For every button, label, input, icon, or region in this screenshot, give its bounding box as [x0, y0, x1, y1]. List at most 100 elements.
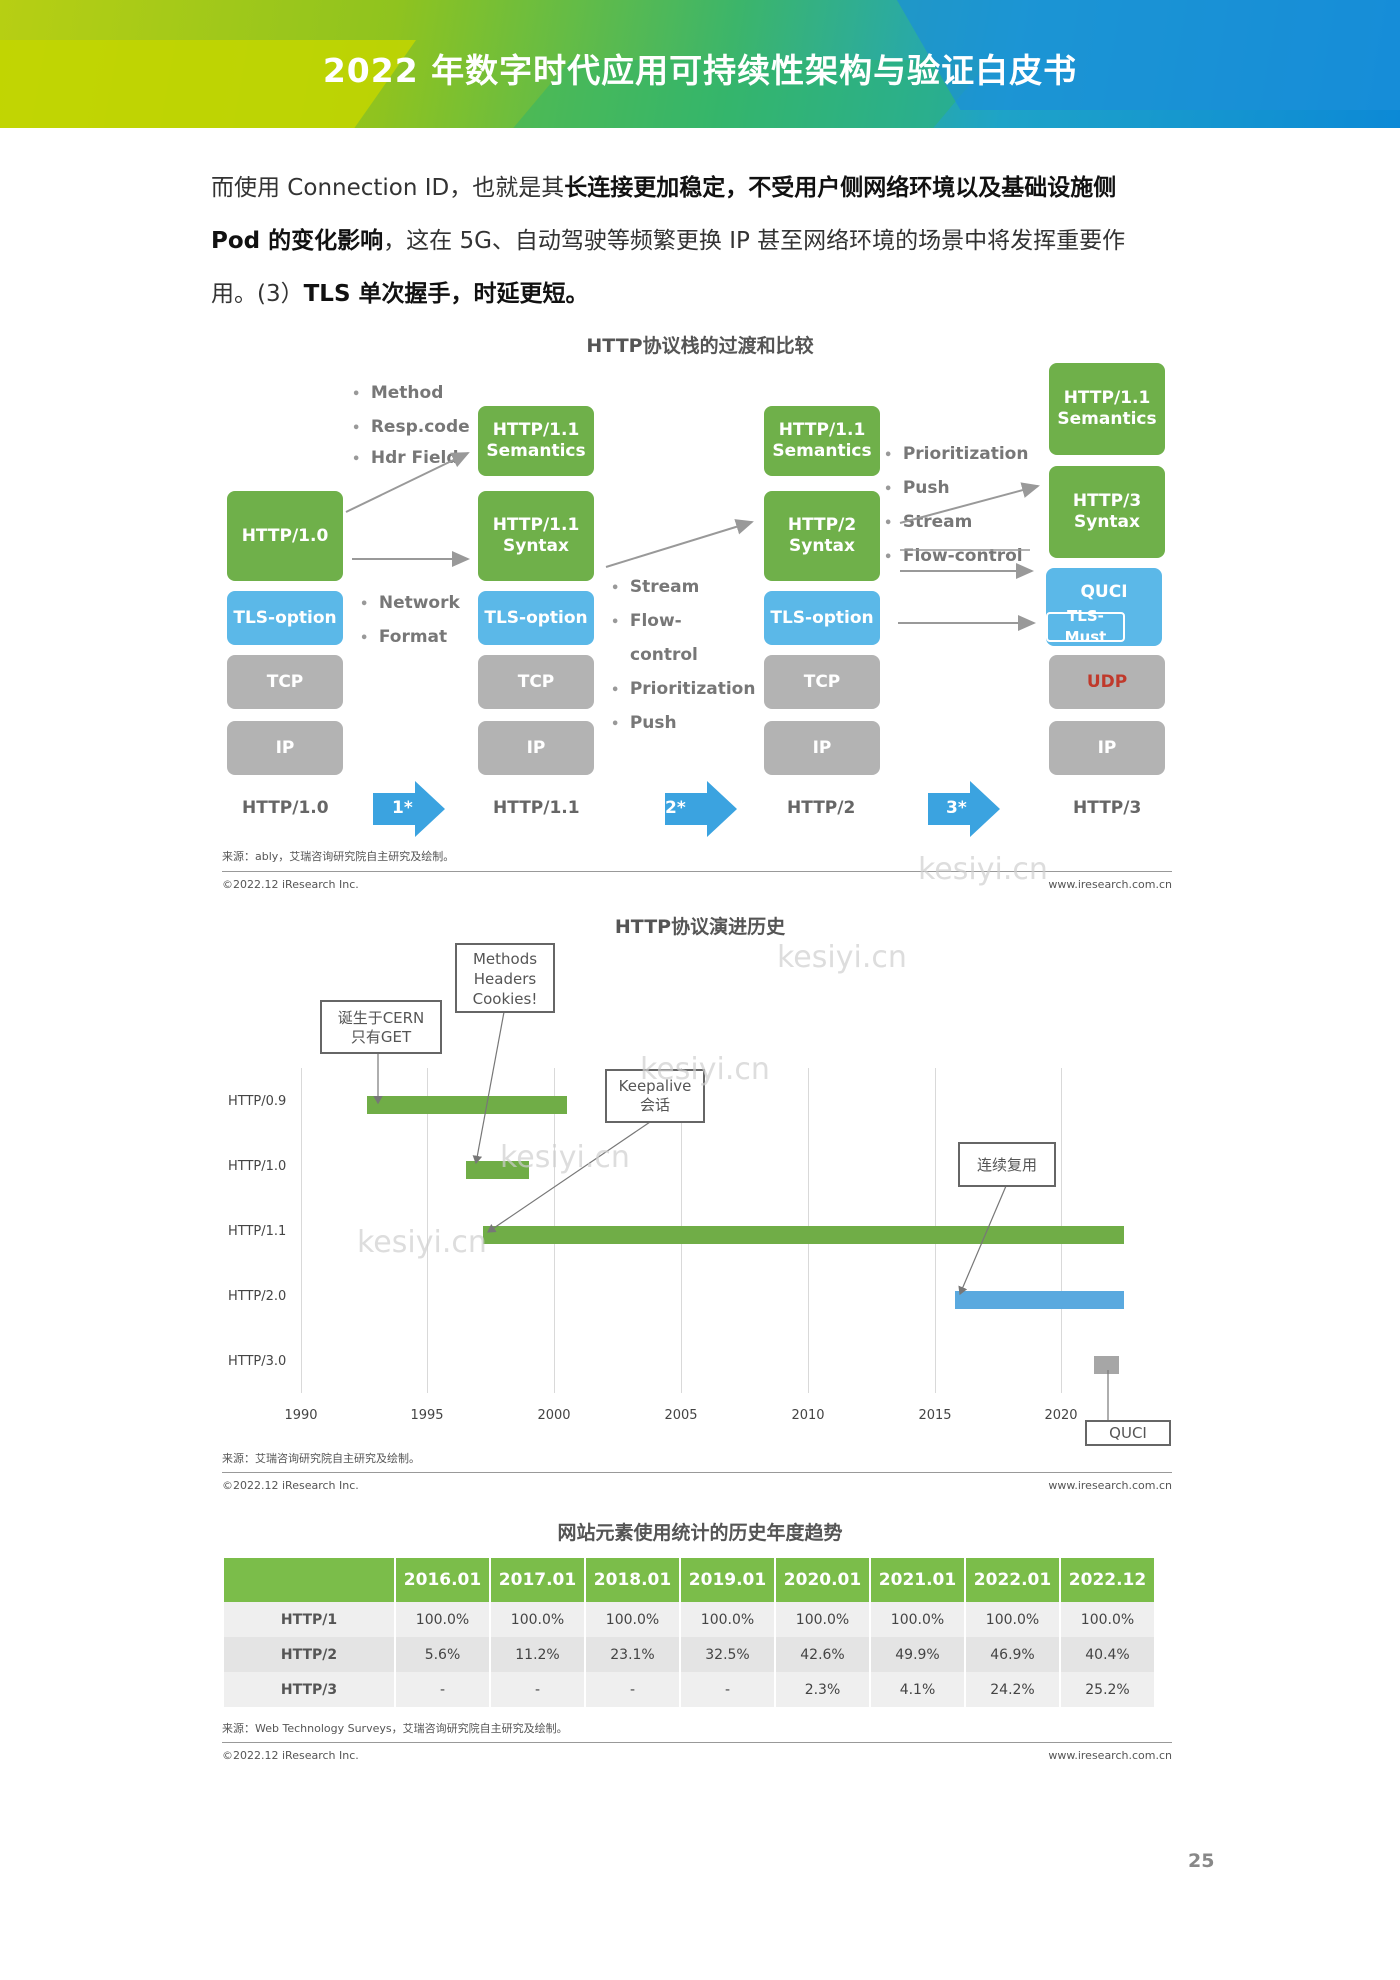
bullet-item: Resp.code	[352, 411, 470, 445]
column-header: 2020.01	[776, 1558, 869, 1602]
timeline-bar-http09	[366, 1096, 567, 1114]
figure2-copyright: ©2022.12 iResearch Inc.	[222, 1479, 359, 1492]
column-header	[224, 1558, 394, 1602]
row-header: HTTP/3	[224, 1672, 394, 1707]
figure1-source: 来源：ably，艾瑞咨询研究院自主研究及绘制。	[222, 850, 455, 863]
grid-line	[427, 1068, 428, 1393]
bullet-item: Format	[360, 621, 460, 655]
callout-cern: 诞生于CERN 只有GET	[320, 1000, 442, 1054]
table-cell: 40.4%	[1061, 1637, 1154, 1672]
bullet-item: Prioritization	[611, 673, 756, 707]
callout-leaders	[373, 1011, 1109, 1420]
step-label-3: 3*	[946, 798, 967, 818]
callout-quic: QUCI	[1085, 1420, 1171, 1446]
figure3-site: www.iresearch.com.cn	[1048, 1749, 1172, 1762]
column-header: 2017.01	[491, 1558, 584, 1602]
row-header: HTTP/1	[224, 1602, 394, 1637]
para-line2-bold: Pod 的变化影响	[211, 228, 384, 254]
timeline-bar-http11	[483, 1226, 1125, 1244]
year-tick: 2000	[537, 1408, 571, 1423]
header-banner: 2022 年数字时代应用可持续性架构与验证白皮书	[0, 0, 1400, 128]
figure2-site: www.iresearch.com.cn	[1048, 1479, 1172, 1492]
table-cell: 5.6%	[396, 1637, 489, 1672]
row-header: HTTP/2	[224, 1637, 394, 1672]
table-cell: 4.1%	[871, 1672, 964, 1707]
box-tcp-1: TCP	[227, 655, 343, 709]
table-cell: 100.0%	[966, 1602, 1059, 1637]
table-cell: -	[681, 1672, 774, 1707]
column-header: 2016.01	[396, 1558, 489, 1602]
callout-methods: Methods Headers Cookies!	[455, 943, 555, 1013]
document-title: 2022 年数字时代应用可持续性架构与验证白皮书	[322, 51, 1078, 90]
callout-text: 会话	[639, 1096, 670, 1114]
watermark: kesiyi.cn	[500, 1140, 630, 1175]
year-tick: 2020	[1044, 1408, 1078, 1423]
figure3-title: 网站元素使用统计的历史年度趋势	[557, 1522, 843, 1544]
timeline-bar-http30	[1093, 1356, 1120, 1374]
table-cell: 42.6%	[776, 1637, 869, 1672]
table-cell: 100.0%	[681, 1602, 774, 1637]
table-cell: 32.5%	[681, 1637, 774, 1672]
year-tick: 1990	[284, 1408, 318, 1423]
callout-text: Methods	[472, 950, 538, 968]
bullets-prioritization: Prioritization Push Stream Flow-control	[884, 438, 1029, 574]
box-tcp-2: TCP	[478, 655, 594, 709]
bullet-item: Prioritization	[884, 438, 1029, 472]
box-tls-option-1: TLS-option	[227, 591, 343, 645]
label-http2: HTTP/2	[787, 798, 856, 818]
row-label-http10: HTTP/1.0	[228, 1159, 287, 1174]
watermark: kesiyi.cn	[918, 852, 1048, 887]
table-cell: 100.0%	[396, 1602, 489, 1637]
step-arrow-2	[665, 781, 737, 837]
step-label-2: 2*	[665, 798, 686, 818]
bullet-item: Network	[360, 587, 460, 621]
box-http10: HTTP/1.0	[227, 491, 343, 581]
bullet-item: Push	[611, 707, 755, 741]
label-http11: HTTP/1.1	[493, 798, 580, 818]
timeline-bar-http20	[954, 1291, 1125, 1309]
table-cell: 100.0%	[1061, 1602, 1154, 1637]
table-cell: 25.2%	[1061, 1672, 1154, 1707]
figure1-site: www.iresearch.com.cn	[1048, 878, 1172, 891]
box-ip-2: IP	[478, 721, 594, 775]
watermark: kesiyi.cn	[777, 940, 907, 975]
para-line3-normal: 用。(3）	[211, 281, 304, 307]
bullet-item: Push	[884, 472, 1028, 506]
step-arrow-1	[373, 781, 445, 837]
table-cell: -	[586, 1672, 679, 1707]
watermark: kesiyi.cn	[357, 1225, 487, 1260]
page-number: 25	[1188, 1850, 1215, 1872]
table-cell: 100.0%	[586, 1602, 679, 1637]
bullet-item: control	[630, 645, 698, 665]
box-ip-1: IP	[227, 721, 343, 775]
bullet-item: Flow-	[611, 605, 755, 639]
box-tls-must: TLS-Must	[1046, 607, 1125, 646]
figure2-source: 来源：艾瑞咨询研究院自主研究及绘制。	[222, 1452, 420, 1465]
para-line1-bold: 长连接更加稳定，不受用户侧网络环境以及基础设施侧	[564, 175, 1117, 201]
callout-text: Cookies!	[472, 990, 538, 1008]
column-header: 2019.01	[681, 1558, 774, 1602]
box-udp: UDP	[1049, 655, 1165, 709]
callout-text: Keepalive	[618, 1077, 692, 1095]
year-tick: 2015	[918, 1408, 952, 1423]
table-cell: 100.0%	[491, 1602, 584, 1637]
table-cell: -	[491, 1672, 584, 1707]
table-cell: 49.9%	[871, 1637, 964, 1672]
label-http10: HTTP/1.0	[242, 798, 329, 818]
row-label-http11: HTTP/1.1	[228, 1224, 287, 1239]
box-tcp-3: TCP	[764, 655, 880, 709]
body-paragraph: 而使用 Connection ID，也就是其长连接更加稳定，不受用户侧网络环境以…	[211, 162, 1193, 321]
row-label-http30: HTTP/3.0	[228, 1354, 287, 1369]
column-header: 2022.12	[1061, 1558, 1154, 1602]
box-tls-option-3: TLS-option	[764, 591, 880, 645]
table-cell: 11.2%	[491, 1637, 584, 1672]
column-header: 2018.01	[586, 1558, 679, 1602]
